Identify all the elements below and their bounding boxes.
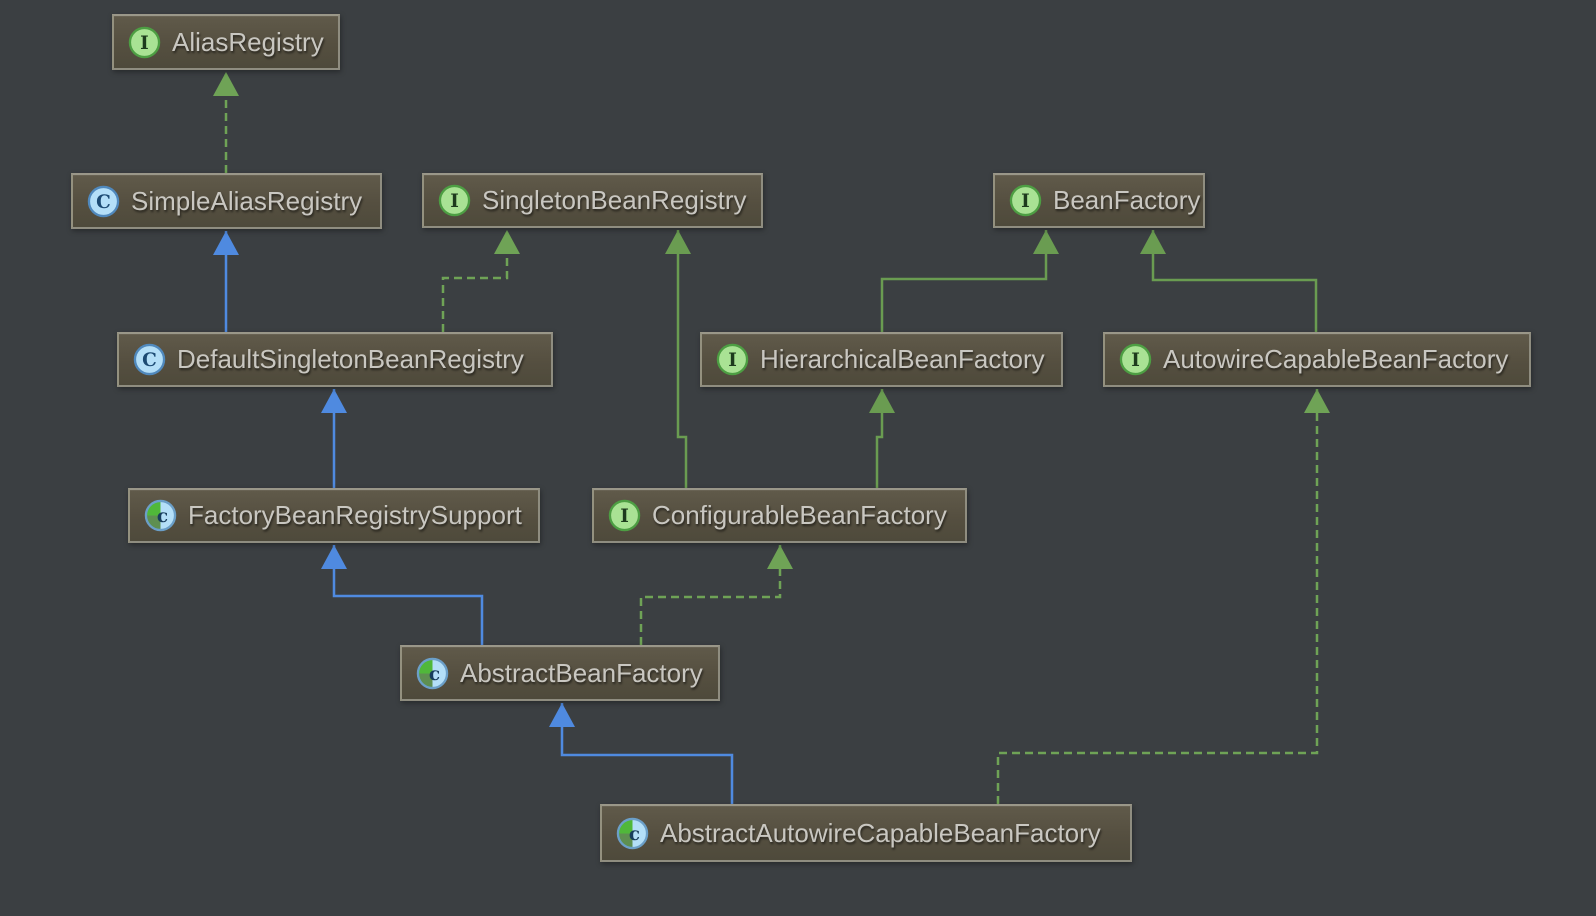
class-name-label: ConfigurableBeanFactory [652,500,947,530]
class-name-label: SimpleAliasRegistry [131,185,363,216]
abstract-class-icon: c [416,657,449,689]
class-name-label: AliasRegistry [172,26,324,57]
edge-ConfigurableBeanFactory-to-SingletonBeanRegistry-extends_interface[interactable] [665,230,691,488]
interface-icon: I [608,499,641,532]
interface-icon: I [128,26,161,58]
interface-icon: I [1119,343,1152,376]
node-AbstractBeanFactory[interactable]: c AbstractBeanFactory [400,645,720,701]
svg-text:C: C [96,191,111,212]
svg-text:I: I [140,32,149,53]
svg-text:c: c [429,663,440,684]
class-name-label: FactoryBeanRegistrySupport [188,500,522,530]
class-name-label: BeanFactory [1053,185,1201,215]
node-HierarchicalBeanFactory[interactable]: I HierarchicalBeanFactory [700,332,1063,387]
edge-AbstractBeanFactory-to-ConfigurableBeanFactory-implements[interactable] [639,545,793,645]
class-icon: C [133,343,166,376]
class-name-label: AutowireCapableBeanFactory [1163,344,1509,374]
node-SimpleAliasRegistry[interactable]: C SimpleAliasRegistry [71,173,382,229]
svg-text:I: I [728,350,737,371]
class-icon: C [87,185,120,217]
class-name-label: SingletonBeanRegistry [482,185,747,215]
svg-text:c: c [157,506,168,527]
svg-text:I: I [620,506,629,527]
abstract-class-icon: c [616,817,649,849]
node-AbstractAutowireCapableBeanFactory[interactable]: c AbstractAutowireCapableBeanFactory [600,804,1132,862]
edge-HierarchicalBeanFactory-to-BeanFactory-extends_interface[interactable] [880,230,1059,332]
node-FactoryBeanRegistrySupport[interactable]: c FactoryBeanRegistrySupport [128,488,540,543]
svg-text:I: I [1131,350,1140,371]
interface-icon: I [1009,184,1042,217]
edge-DefaultSingletonBeanRegistry-to-SingletonBeanRegistry-implements[interactable] [441,230,520,332]
node-DefaultSingletonBeanRegistry[interactable]: C DefaultSingletonBeanRegistry [117,332,553,387]
node-ConfigurableBeanFactory[interactable]: I ConfigurableBeanFactory [592,488,967,543]
svg-text:I: I [450,191,459,212]
edge-ConfigurableBeanFactory-to-HierarchicalBeanFactory-extends_interface[interactable] [869,389,895,488]
edge-AbstractBeanFactory-to-FactoryBeanRegistrySupport-extends_class[interactable] [321,545,484,645]
interface-icon: I [438,184,471,217]
svg-text:C: C [142,350,157,371]
class-name-label: AbstractBeanFactory [460,657,703,688]
class-name-label: AbstractAutowireCapableBeanFactory [660,817,1101,848]
node-SingletonBeanRegistry[interactable]: I SingletonBeanRegistry [422,173,763,228]
svg-text:c: c [629,823,640,844]
class-name-label: DefaultSingletonBeanRegistry [177,344,524,374]
svg-text:I: I [1021,191,1030,212]
class-name-label: HierarchicalBeanFactory [760,344,1045,374]
edge-AutowireCapableBeanFactory-to-BeanFactory-extends_interface[interactable] [1140,230,1318,332]
node-AliasRegistry[interactable]: I AliasRegistry [112,14,340,70]
abstract-class-icon: c [144,499,177,532]
edge-AbstractAutowireCapableBeanFactory-to-AutowireCapableBeanFactory-implements[interactable] [996,389,1330,804]
interface-icon: I [716,343,749,376]
node-AutowireCapableBeanFactory[interactable]: I AutowireCapableBeanFactory [1103,332,1531,387]
edge-AbstractAutowireCapableBeanFactory-to-AbstractBeanFactory-extends_class[interactable] [549,703,734,804]
node-BeanFactory[interactable]: I BeanFactory [993,173,1205,228]
